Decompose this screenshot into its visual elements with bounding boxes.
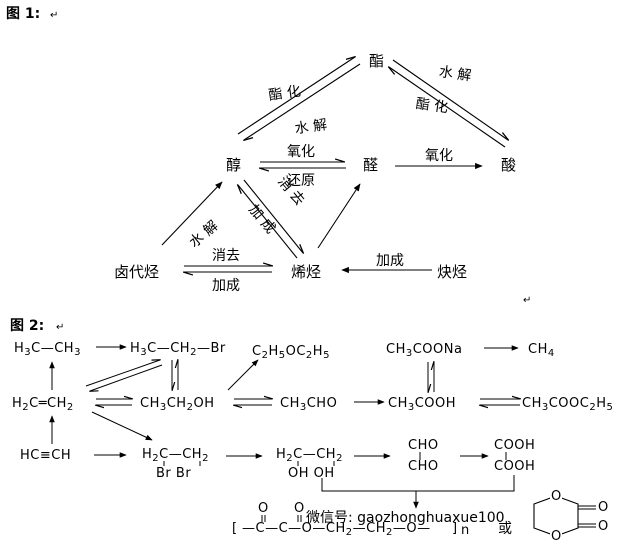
- acetic-acid: CH3COOH: [388, 396, 456, 413]
- watermark: 微信号: gaozhonghuaxue100: [306, 510, 505, 526]
- carbonyl-oxygen: O: [294, 501, 305, 516]
- arrow-acid-to-ester: [389, 67, 506, 148]
- label-hydrolysis-left: 水 解: [294, 117, 328, 137]
- ethyl-acetate: CH3COOC2H5: [522, 396, 613, 413]
- label-hydrolysis-right: 水 解: [438, 64, 472, 84]
- ethene: H2C═CH2: [12, 396, 74, 413]
- polyester-close-bracket: ]: [452, 521, 458, 536]
- node-alcohol: 醇: [226, 156, 241, 174]
- bromoethane: H3C—CH2—Br: [130, 341, 226, 358]
- label-oxidation-1: 氧化: [287, 144, 315, 160]
- node-acid: 酸: [501, 156, 516, 174]
- paragraph-mark: ↵: [50, 10, 58, 21]
- label-reduction: 还原: [287, 173, 315, 189]
- polyester-open-bracket: [: [232, 521, 238, 536]
- paragraph-mark: ↵: [523, 295, 531, 306]
- label-esterification-right: 酯 化: [415, 96, 449, 116]
- label-addition-halide: 加成: [212, 278, 240, 294]
- cyclic-ethylene-oxalate: O O O O: [533, 489, 609, 544]
- arrow-alcohol-to-alkene: [243, 179, 303, 253]
- carbonyl-oxygen: O: [258, 501, 269, 516]
- dibromoethane: H2C—CH2: [142, 447, 209, 464]
- acetylene: HC≡CH: [20, 448, 71, 463]
- node-aldehyde: 醛: [363, 156, 378, 174]
- node-haloalkane: 卤代烃: [114, 263, 159, 281]
- arrow-alkene-to-aldehyde: [317, 183, 361, 249]
- glyoxal-bottom: CHO: [408, 459, 439, 474]
- arrow-ethene-to-bromoethane: [85, 360, 160, 387]
- oxalic-acid-bottom: COOH: [494, 459, 535, 474]
- figure-1-title: 图 1:: [6, 6, 40, 22]
- oxalic-acid-top: COOH: [494, 438, 535, 453]
- polyester-n: n: [461, 523, 470, 538]
- acetaldehyde: CH3CHO: [280, 396, 337, 413]
- glyoxal-top: CHO: [408, 438, 439, 453]
- node-alkyne: 炔烃: [437, 263, 467, 281]
- label-oxidation-2: 氧化: [425, 148, 453, 164]
- label-addition-alkene: 加 成: [245, 202, 278, 237]
- ethanol: CH3CH2OH: [140, 396, 214, 413]
- label-hydrolysis-halide: 水 解: [186, 218, 221, 251]
- ethylene-glycol-substituents: OH OH: [288, 466, 335, 481]
- alternative-word: 或: [498, 521, 512, 537]
- dibromoethane-substituents: Br Br: [156, 466, 191, 481]
- ethylene-glycol: H2C—CH2: [276, 447, 343, 464]
- ring-carbonyl-o: O: [598, 500, 609, 515]
- arrow-ethanol-to-ether: [227, 359, 259, 391]
- label-elimination-halide: 消去: [212, 248, 240, 264]
- node-alkene: 烯烃: [291, 263, 321, 281]
- ethane: H3C—CH3: [14, 341, 81, 358]
- paragraph-mark: ↵: [56, 322, 64, 333]
- merge-bracket: [321, 475, 515, 492]
- polyester-formula: —C—C—O—CH2—CH2—O—: [242, 521, 431, 538]
- ring-oxygen-top: O: [551, 489, 562, 504]
- label-addition-alkyne: 加成: [376, 253, 404, 269]
- node-ester: 酯: [369, 52, 384, 70]
- figure-1: 图 1: ↵ 酯 醇 醛 酸 卤代烃 烯烃 炔烃 酯 化 水 解 水 解 酯 化…: [6, 6, 531, 306]
- arrow-alcohol-to-ester: [237, 57, 355, 135]
- arrow-alkene-to-alcohol: [238, 185, 298, 259]
- ring-oxygen-bottom: O: [551, 529, 562, 544]
- arrow-haloalkane-to-alcohol: [161, 181, 223, 246]
- methane: CH4: [528, 342, 555, 359]
- sodium-acetate: CH3COONa: [386, 342, 462, 359]
- label-esterification-left: 酯 化: [268, 84, 302, 104]
- figure-2-title: 图 2:: [10, 318, 44, 334]
- arrow-bromoethane-to-ethene: [90, 364, 163, 391]
- diethyl-ether: C2H5OC2H5: [252, 344, 330, 361]
- arrow-ethene-to-dibromoethane: [91, 411, 153, 441]
- arrow-ester-to-acid: [392, 59, 508, 140]
- figure-2: 图 2: ↵ H3C—CH3 H3C—CH2—Br C2H5OC2H5 CH3C…: [10, 318, 613, 544]
- ring-carbonyl-o: O: [598, 519, 609, 534]
- arrow-ester-to-alcohol: [244, 63, 361, 140]
